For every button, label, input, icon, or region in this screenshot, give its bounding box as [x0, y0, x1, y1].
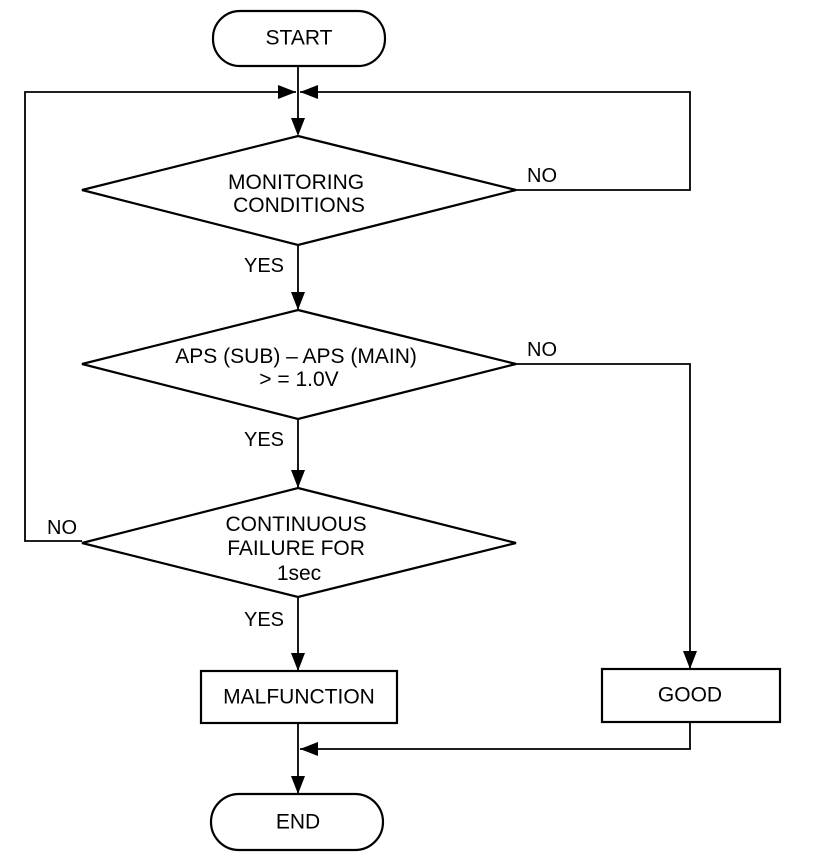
arrow-into-continuous	[291, 470, 305, 488]
continuous-line-3: 1sec	[277, 562, 321, 585]
arrow-into-monitoring	[291, 118, 305, 136]
aps-line-1: APS (SUB) – APS (MAIN)	[175, 345, 417, 368]
connector-monitoring-no-loop	[300, 91, 691, 191]
continuous-yes-label: YES	[244, 609, 284, 631]
aps-no-label: NO	[527, 339, 557, 361]
malfunction-box	[199, 669, 399, 725]
continuous-failure-text: CONTINUOUS FAILURE FOR 1sec	[225, 513, 372, 585]
connector-good-to-end	[300, 722, 691, 750]
aps-difference-decision	[81, 308, 517, 421]
aps-difference-text: APS (SUB) – APS (MAIN) > = 1.0V	[175, 345, 422, 391]
arrow-continuous-no-return	[278, 85, 296, 99]
start-label: START	[266, 27, 333, 50]
end-label: END	[276, 811, 320, 834]
arrow-good-merge	[300, 742, 318, 756]
monitoring-no-label: NO	[527, 165, 557, 187]
continuous-no-label: NO	[47, 517, 77, 539]
aps-yes-label: YES	[244, 429, 284, 451]
continuous-line-2: FAILURE FOR	[227, 537, 365, 560]
continuous-line-1: CONTINUOUS	[225, 513, 366, 536]
arrow-monitoring-no-return	[300, 85, 318, 99]
aps-line-2: > = 1.0V	[259, 368, 338, 391]
monitoring-line-2: CONDITIONS	[233, 194, 365, 217]
monitoring-conditions-text: MONITORING CONDITIONS	[228, 171, 370, 217]
end-terminal	[209, 792, 385, 852]
monitoring-line-1: MONITORING	[228, 171, 364, 194]
arrow-into-malfunction	[291, 653, 305, 671]
arrow-into-good	[683, 651, 697, 669]
continuous-failure-decision	[81, 486, 517, 599]
arrow-into-aps	[291, 292, 305, 310]
monitoring-conditions-decision	[81, 134, 517, 247]
good-box	[600, 667, 782, 724]
monitoring-yes-label: YES	[244, 255, 284, 277]
connector-continuous-no-loop	[24, 91, 296, 542]
connector-aps-no	[516, 363, 691, 669]
good-label: GOOD	[658, 684, 722, 707]
malfunction-label: MALFUNCTION	[223, 686, 375, 709]
start-terminal	[211, 9, 387, 68]
arrow-into-end	[291, 776, 305, 794]
